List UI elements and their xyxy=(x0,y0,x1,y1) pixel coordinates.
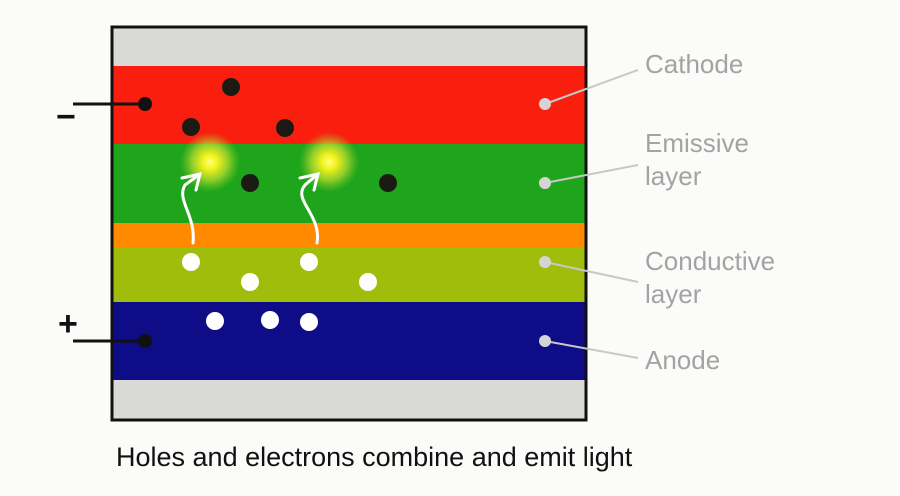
leader-lines xyxy=(544,69,639,359)
label-conductive-line1: Conductive xyxy=(645,246,776,276)
positive-sign: + xyxy=(58,305,78,343)
caption: Holes and electrons combine and emit lig… xyxy=(116,442,633,472)
negative-sign: − xyxy=(56,98,76,136)
leader-line xyxy=(544,69,639,105)
electrons xyxy=(182,78,397,192)
leader-dot xyxy=(539,177,551,189)
leader-dots xyxy=(539,98,551,347)
leader-line xyxy=(544,261,639,283)
arrow-icon xyxy=(300,172,320,245)
hole xyxy=(206,312,224,330)
arrow-icon xyxy=(181,172,202,245)
leader-dot xyxy=(539,98,551,110)
arrow-head-icon xyxy=(180,172,203,192)
electron xyxy=(276,119,294,137)
migration-arrows xyxy=(180,172,321,245)
label-cathode: Cathode xyxy=(645,49,744,79)
interface-layer xyxy=(112,223,586,247)
arrow-head-icon xyxy=(298,172,321,192)
hole xyxy=(359,273,377,291)
leader-line xyxy=(544,164,639,184)
leader-line xyxy=(544,340,639,359)
negative-terminal-dot xyxy=(138,97,152,111)
label-emissive-line2: layer xyxy=(645,161,702,191)
leader-dot xyxy=(539,256,551,268)
hole xyxy=(261,311,279,329)
leader-dot xyxy=(539,335,551,347)
hole xyxy=(241,273,259,291)
conductive-layer xyxy=(112,247,586,302)
electron xyxy=(222,78,240,96)
holes xyxy=(182,253,377,331)
hole xyxy=(182,253,200,271)
label-emissive-line1: Emissive xyxy=(645,128,750,158)
label-conductive-line2: layer xyxy=(645,279,702,309)
electron xyxy=(182,118,200,136)
terminals xyxy=(73,102,145,343)
device-frame xyxy=(110,25,588,422)
anode-layer xyxy=(112,302,586,380)
label-anode: Anode xyxy=(645,345,721,375)
electron xyxy=(379,174,397,192)
hole xyxy=(300,313,318,331)
positive-terminal-dot xyxy=(138,334,152,348)
hole xyxy=(300,253,318,271)
cathode-layer xyxy=(112,66,586,144)
electron xyxy=(241,174,259,192)
